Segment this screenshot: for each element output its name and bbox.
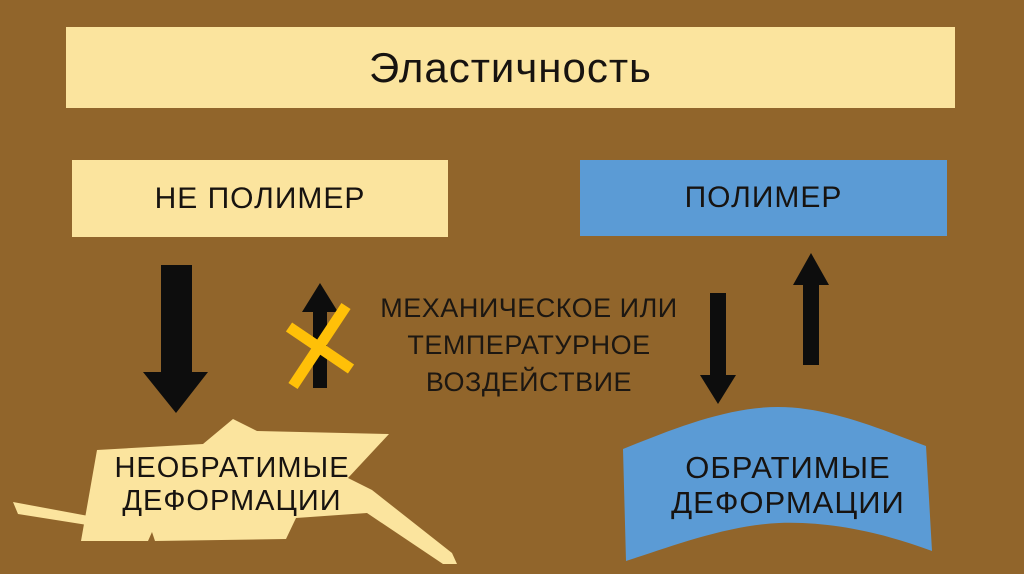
irreversible-shape-fragment bbox=[13, 502, 110, 527]
irreversible-shape bbox=[81, 419, 457, 564]
reversible-label: ОБРАТИМЫЕ ДЕФОРМАЦИИ bbox=[648, 450, 928, 520]
polymer-up-arrow-icon bbox=[793, 253, 829, 365]
impact-caption: МЕХАНИЧЕСКОЕ ИЛИ ТЕМПЕРАТУРНОЕ ВОЗДЕЙСТВ… bbox=[368, 290, 690, 401]
impact-caption-line1: МЕХАНИЧЕСКОЕ ИЛИ bbox=[380, 293, 678, 323]
slide-title: Эластичность bbox=[369, 43, 652, 91]
non-polymer-box: НЕ ПОЛИМЕР bbox=[72, 160, 448, 237]
polymer-label: ПОЛИМЕР bbox=[684, 181, 843, 214]
irreversible-label: НЕОБРАТИМЫЕ ДЕФОРМАЦИИ bbox=[92, 452, 372, 518]
title-banner: Эластичность bbox=[66, 27, 955, 108]
polymer-box: ПОЛИМЕР bbox=[580, 160, 947, 236]
irreversible-label-line2: ДЕФОРМАЦИИ bbox=[122, 485, 342, 517]
non-polymer-label: НЕ ПОЛИМЕР bbox=[154, 181, 366, 215]
irreversible-label-line1: НЕОБРАТИМЫЕ bbox=[114, 452, 350, 484]
cross-stroke-2 bbox=[285, 322, 355, 374]
down-arrow-icon bbox=[143, 265, 208, 413]
impact-caption-line2: ТЕМПЕРАТУРНОЕ bbox=[407, 330, 651, 360]
polymer-down-arrow-icon bbox=[700, 293, 736, 404]
reversible-shape bbox=[623, 407, 932, 561]
reversible-label-line2: ДЕФОРМАЦИИ bbox=[671, 485, 905, 520]
reversible-label-line1: ОБРАТИМЫЕ bbox=[685, 450, 891, 485]
impact-caption-line3: ВОЗДЕЙСТВИЕ bbox=[425, 367, 633, 397]
